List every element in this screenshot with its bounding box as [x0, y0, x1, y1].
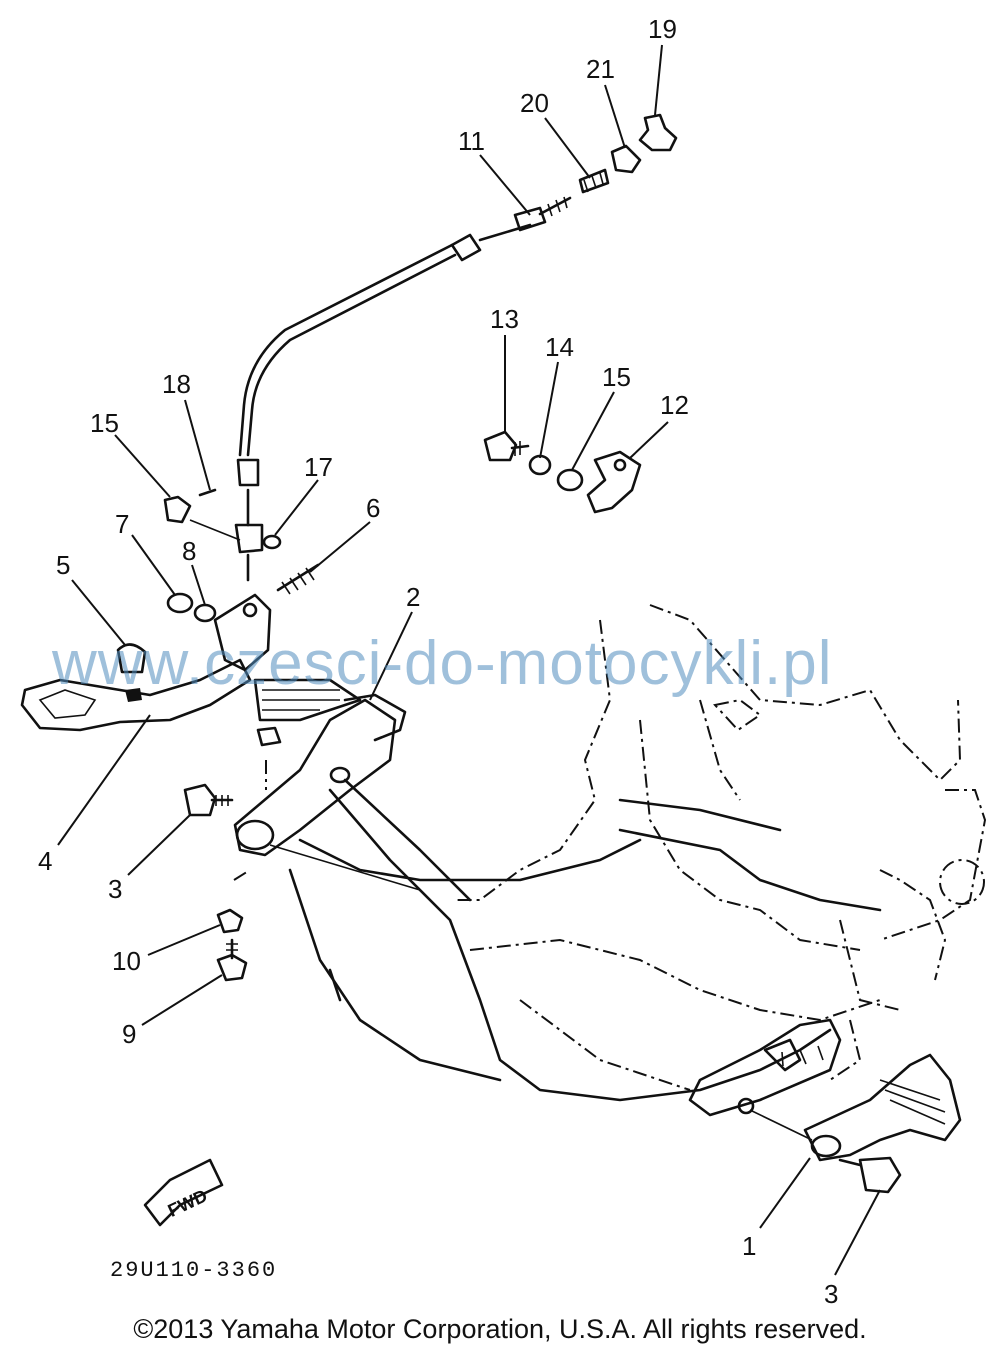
callout-2: 2 — [406, 582, 420, 612]
callout-7: 7 — [115, 509, 129, 539]
callout-6: 6 — [366, 493, 380, 523]
callout-1: 1 — [742, 1231, 756, 1261]
callout-20: 20 — [520, 88, 549, 118]
fwd-arrow: FWD — [143, 1158, 224, 1227]
callout-19: 19 — [648, 14, 677, 44]
copyright-notice: ©2013 Yamaha Motor Corporation, U.S.A. A… — [133, 1314, 867, 1344]
frame-outline — [455, 604, 987, 1091]
drawing-code: 29U110-3360 — [110, 1258, 277, 1283]
callout-8: 8 — [182, 536, 196, 566]
callout-5: 5 — [56, 550, 70, 580]
callout-21: 21 — [586, 54, 615, 84]
callout-18: 18 — [162, 369, 191, 399]
callout-10: 10 — [112, 946, 141, 976]
brake-pedal — [20, 593, 272, 732]
callout-14: 14 — [545, 332, 574, 362]
callout-labels: 19 21 20 11 13 14 15 12 18 15 17 6 7 8 5… — [38, 14, 838, 1309]
callout-15-upper: 15 — [602, 362, 631, 392]
leader-lines — [57, 44, 881, 1276]
brake-arm-parts — [483, 430, 642, 514]
watermark-url: www.czesci-do-motocykli.pl — [52, 629, 833, 698]
callout-13: 13 — [490, 304, 519, 334]
callout-17: 17 — [304, 452, 333, 482]
callout-11: 11 — [458, 126, 485, 156]
callout-3-right: 3 — [824, 1279, 838, 1309]
right-footrest — [803, 1053, 962, 1194]
brake-cable — [163, 196, 572, 623]
callout-9: 9 — [122, 1019, 136, 1049]
callout-3-left: 3 — [108, 874, 122, 904]
fwd-label: FWD — [165, 1185, 211, 1220]
cable-end-parts — [578, 113, 678, 194]
fasteners — [183, 760, 267, 982]
callout-12: 12 — [660, 390, 689, 420]
callout-4: 4 — [38, 846, 52, 876]
footrest-bracket — [233, 678, 882, 1117]
callout-15-lower: 15 — [90, 408, 119, 438]
